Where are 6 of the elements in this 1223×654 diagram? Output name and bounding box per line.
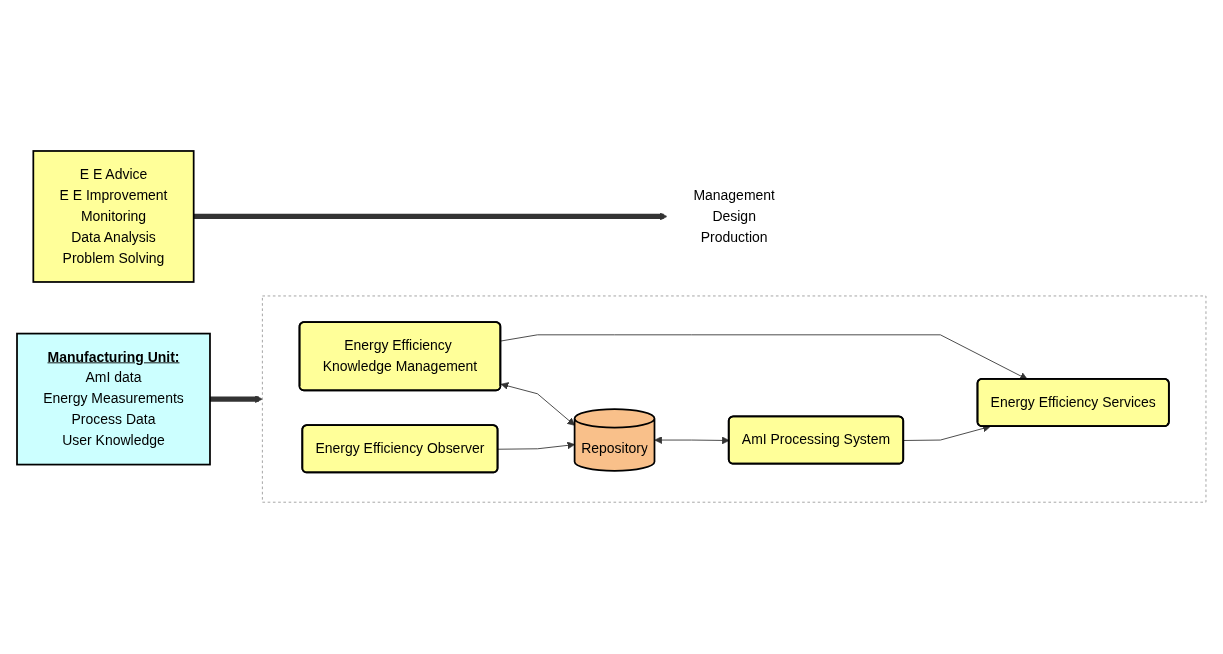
node-text: Management Design Production (693, 188, 775, 245)
node-box: Manufacturing Unit: AmI data Energy Measurements Process Data User Knowledge (16, 333, 211, 466)
arrow (210, 395, 263, 404)
cluster (261, 295, 1207, 504)
node-box: E E Advice E E Improvement Monitoring Data Analysis Problem Solving (32, 150, 195, 284)
arrow (193, 213, 668, 221)
